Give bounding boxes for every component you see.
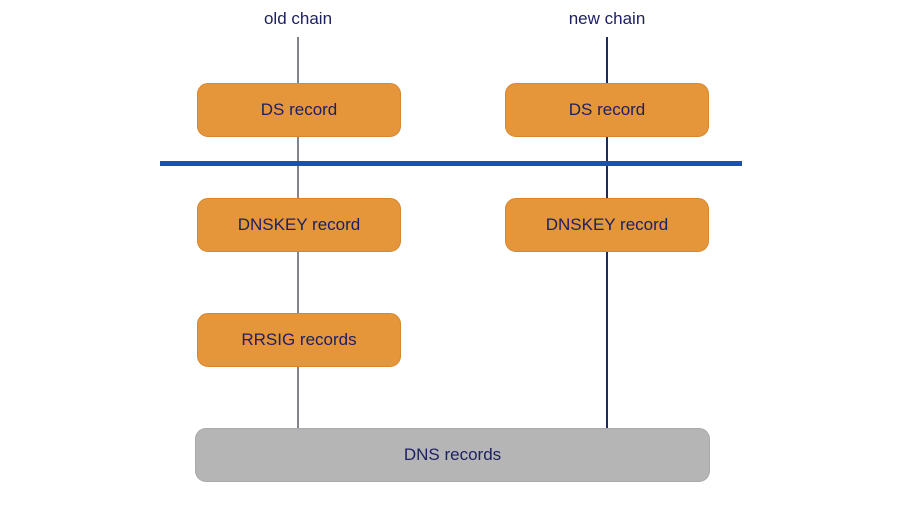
- old-chain-connector-dnskey-rrsig: [297, 252, 299, 313]
- old-chain-connector-rrsig-dns: [297, 367, 299, 428]
- ds-record-box-new: DS record: [505, 83, 709, 137]
- old-chain-connector-ds-dnskey: [297, 137, 299, 198]
- ds-record-box-old: DS record: [197, 83, 401, 137]
- dnskey-record-box-new: DNSKEY record: [505, 198, 709, 252]
- zone-boundary-line: [160, 161, 742, 166]
- rrsig-records-box-old: RRSIG records: [197, 313, 401, 367]
- old-chain-connector-top: [297, 37, 299, 83]
- new-chain-label: new chain: [568, 9, 646, 28]
- dnskey-record-box-old: DNSKEY record: [197, 198, 401, 252]
- new-chain-connector-ds-dnskey: [606, 137, 608, 198]
- old-chain-label: old chain: [263, 9, 333, 28]
- new-chain-connector-dnskey-dns: [606, 252, 608, 428]
- new-chain-connector-top: [606, 37, 608, 83]
- dns-records-box: DNS records: [195, 428, 710, 482]
